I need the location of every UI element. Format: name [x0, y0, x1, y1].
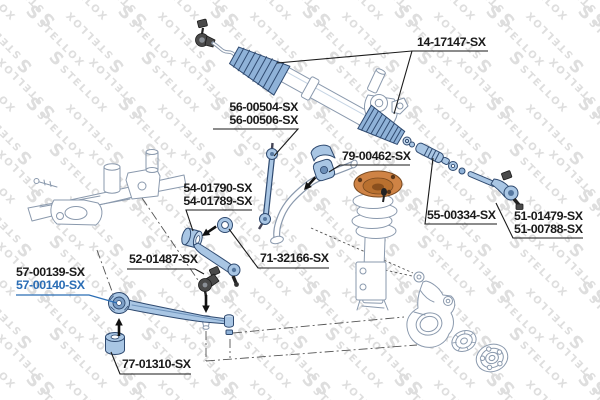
part-label-lower-arm: 57-00139-SX 57-00140-SX [16, 265, 85, 293]
strut-assembly-drawing [351, 170, 403, 311]
strut-bracket [355, 261, 387, 301]
part-number: 55-00334-SX [427, 208, 496, 222]
part-number: 77-01310-SX [122, 357, 191, 371]
part-label-stabilizer-link: 56-00504-SX 56-00506-SX [229, 100, 298, 128]
part-label-tie-rod-end-outer: 51-01479-SX 51-00788-SX [514, 209, 583, 237]
part-number: 71-32166-SX [260, 251, 329, 265]
wheel-bearing [451, 330, 477, 352]
part-number: 54-01789-SX [183, 194, 252, 209]
part-label-rack-boot-kit: 14-17147-SX [417, 35, 486, 49]
rack-boot-right [357, 104, 406, 146]
svg-text:S: S [589, 100, 600, 123]
stabilizer-link-drawing [257, 142, 278, 230]
part-number: 54-01790-SX [183, 181, 252, 195]
part-number: 56-00506-SX [229, 113, 298, 128]
pointer-arrows [115, 176, 317, 336]
part-label-lower-arm-bushing: 77-01310-SX [122, 357, 191, 371]
part-number: 51-01479-SX [514, 209, 583, 223]
svg-text:S: S [596, 139, 600, 162]
label-leader-lines [16, 50, 583, 375]
arrow-to-stab-bar [304, 176, 317, 190]
pinion-shaft [367, 68, 386, 94]
steering-rack-drawing [195, 18, 409, 146]
axial-joint [415, 142, 450, 166]
assembly-guide-lines [96, 197, 418, 362]
subframe-drawing [27, 149, 187, 226]
part-number: 51-00788-SX [514, 222, 583, 237]
lower-arm-bushing-drawing [105, 332, 125, 355]
strut-mount [353, 170, 403, 203]
svg-text:S: S [589, 8, 600, 31]
upper-arm-bushing-drawing [217, 217, 233, 233]
svg-text:S: S [596, 231, 600, 254]
part-label-axial-joint: 55-00334-SX [427, 208, 496, 222]
stabilizer-bushing-drawing [310, 144, 336, 182]
part-number: 14-17147-SX [417, 35, 486, 49]
part-number-highlighted: 57-00140-SX [16, 278, 85, 293]
part-label-tie-rod-end-left: 52-01487-SX [129, 252, 198, 266]
part-label-upper-arm: 54-01790-SX 54-01789-SX [183, 181, 252, 209]
part-number: 79-00462-SX [342, 149, 411, 163]
arrow-tie-rod-end-down [202, 295, 210, 313]
arrow-to-upper-arm [202, 225, 217, 236]
lower-control-arm-drawing [108, 292, 234, 335]
upper-control-arm-drawing [181, 227, 241, 287]
svg-text:STELLOX: STELLOX [0, 0, 18, 24]
svg-text:S: S [589, 376, 600, 399]
rack-boot-left [228, 46, 291, 96]
part-number: 57-00139-SX [16, 265, 85, 279]
svg-text:S: S [596, 323, 600, 346]
svg-text:S: S [589, 284, 600, 307]
knuckle-hub-drawing [406, 271, 509, 373]
part-number: 56-00504-SX [229, 100, 298, 114]
outer-tie-rod-end [490, 170, 524, 210]
svg-text:STELLOX: STELLOX [586, 386, 600, 400]
part-label-stabilizer-bushing: 79-00462-SX [342, 149, 411, 163]
lower-arm-big-bushing [108, 292, 130, 314]
svg-text:S: S [596, 47, 600, 70]
tie-rod-parts-drawing [402, 136, 524, 210]
arrow-bushing-up [115, 318, 123, 336]
part-label-upper-arm-bushing: 71-32166-SX [260, 251, 329, 265]
part-number: 52-01487-SX [129, 252, 198, 266]
svg-text:S: S [589, 192, 600, 215]
wheel-hub [475, 343, 509, 373]
